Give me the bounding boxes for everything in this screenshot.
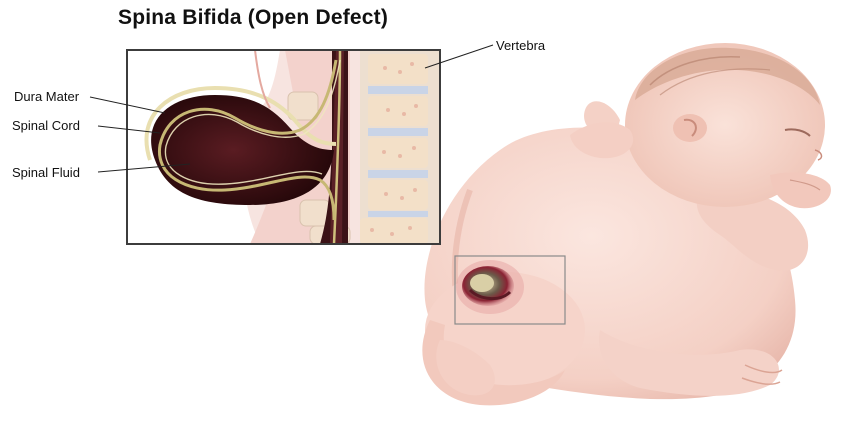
- lesion: [456, 260, 524, 314]
- label-vertebra: Vertebra: [496, 38, 545, 53]
- label-spinal-fluid: Spinal Fluid: [12, 165, 80, 180]
- vertebra-blocks: [360, 54, 428, 244]
- label-dura-mater: Dura Mater: [14, 89, 79, 104]
- baby-figure: [422, 43, 831, 405]
- cross-section-inset: [127, 50, 440, 244]
- label-spinal-cord: Spinal Cord: [12, 118, 80, 133]
